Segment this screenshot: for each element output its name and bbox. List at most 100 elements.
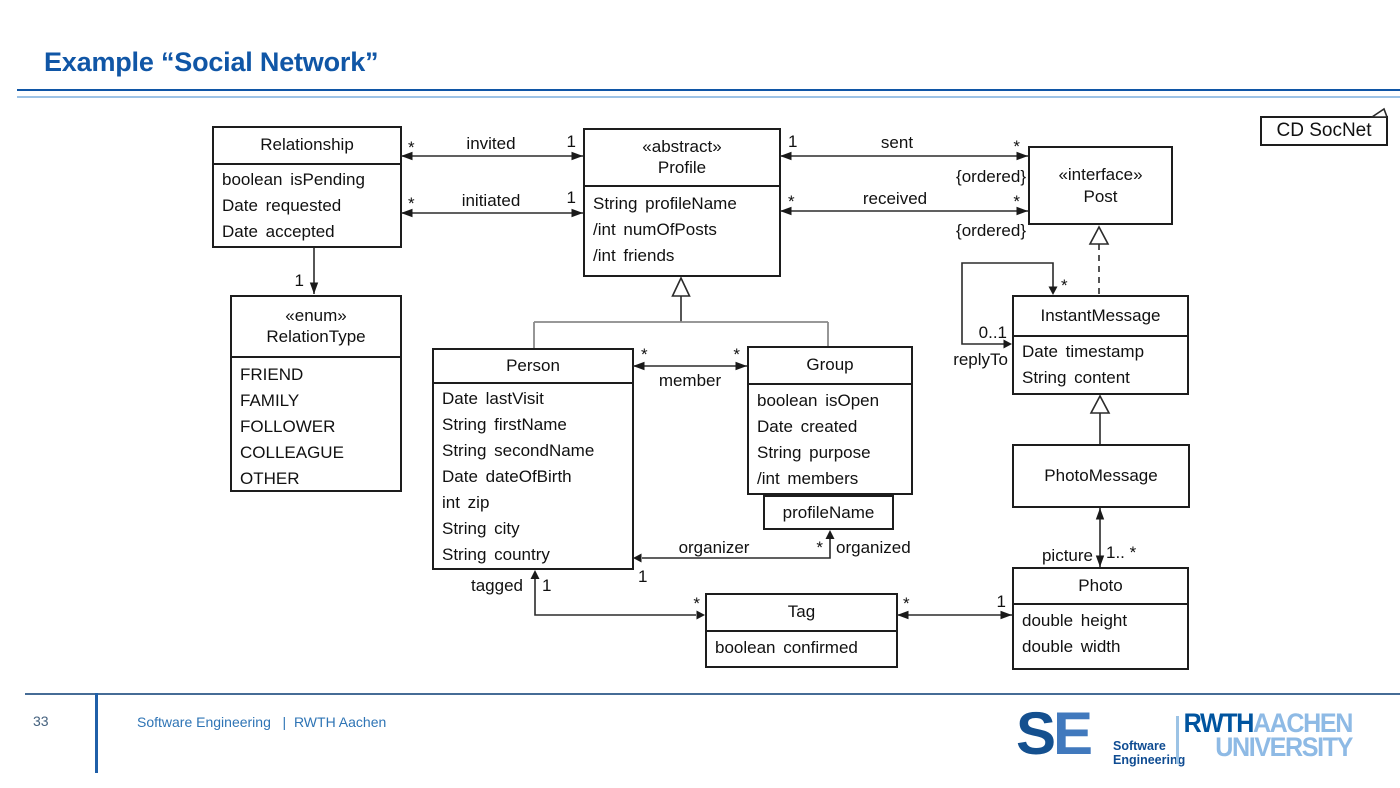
rwth-logo-university: UNIVERSITY: [1215, 732, 1353, 762]
attribute: boolean confirmed: [715, 638, 858, 657]
attribute: /int numOfPosts: [593, 220, 717, 239]
mult-received-tgt: *: [1013, 192, 1020, 211]
attribute: Date accepted: [222, 222, 335, 241]
attribute: Date created: [757, 417, 858, 436]
class-attributes: Date lastVisit String firstName String s…: [434, 384, 632, 568]
enum-literals: FRIEND FAMILY FOLLOWER COLLEAGUE OTHER: [232, 358, 400, 492]
realization-triangle-post: [1088, 225, 1110, 245]
mult-organized: *: [816, 538, 823, 557]
mult-initiated-src: *: [408, 194, 415, 213]
mult-invited-tgt: 1: [567, 132, 576, 151]
label-picture: picture: [1042, 546, 1093, 565]
enum-literal: OTHER: [240, 469, 300, 488]
mult-initiated-tgt: 1: [567, 188, 576, 207]
label-invited: invited: [466, 134, 515, 153]
class-title: Photo: [1014, 569, 1187, 605]
assoc-tagged-line: [534, 579, 696, 616]
stereotype: «interface»: [1058, 165, 1143, 185]
class-title: Group: [749, 348, 911, 385]
title-rule-dark: [17, 89, 1400, 91]
class-name: Profile: [657, 157, 707, 177]
label-replyto: replyTo: [953, 350, 1008, 369]
class-tag: Tag boolean confirmed: [705, 593, 898, 668]
attribute: String profileName: [593, 194, 737, 213]
footer-rule: [25, 693, 1400, 695]
class-attributes: boolean isPending Date requested Date ac…: [214, 165, 400, 245]
attribute: double height: [1022, 611, 1128, 630]
tagged-arrowhead-up: [530, 570, 540, 579]
class-group: Group boolean isOpen Date created String…: [747, 346, 913, 495]
mult-tagged: 1: [542, 576, 551, 595]
replyto-arrowhead-down: [1048, 286, 1058, 295]
attribute: Date timestamp: [1022, 342, 1145, 361]
qualifier-label: profileName: [782, 502, 875, 522]
replyto-arrowhead-right: [1003, 339, 1012, 349]
attribute: Date lastVisit: [442, 389, 544, 408]
mult-member-tgt: *: [733, 345, 740, 364]
mult-sent-tgt: *: [1013, 137, 1020, 156]
mult-member-src: *: [641, 345, 648, 364]
class-title: Relationship: [214, 128, 400, 165]
class-profile: «abstract» Profile String profileName /i…: [583, 128, 781, 277]
attribute: String city: [442, 519, 520, 538]
attribute: int zip: [442, 493, 490, 512]
class-title: «enum» RelationType: [232, 297, 400, 358]
class-attributes: double height double width: [1014, 605, 1187, 660]
rwth-logo-aachen: AACHEN: [1252, 708, 1353, 738]
attribute: String content: [1022, 368, 1130, 387]
enum-literal: COLLEAGUE: [240, 443, 344, 462]
class-relationtype: «enum» RelationType FRIEND FAMILY FOLLOW…: [230, 295, 402, 492]
constraint-sent-ordered: {ordered}: [956, 167, 1026, 186]
generalization-triangle-instantmessage: [1089, 394, 1111, 414]
enum-literal: FOLLOWER: [240, 417, 336, 436]
attribute: String secondName: [442, 441, 595, 460]
label-member: member: [659, 371, 722, 390]
class-photo: Photo double height double width: [1012, 567, 1189, 670]
organizer-arrowhead-left: [633, 553, 642, 563]
mult-tag-photo-tgt: 1: [997, 592, 1006, 611]
se-logo-letter-s: S: [1016, 700, 1056, 767]
assoc-organizer-line: [642, 539, 831, 559]
footer-divider: [95, 693, 98, 773]
se-logo-letter-e: E: [1053, 700, 1093, 767]
attribute: Date dateOfBirth: [442, 467, 572, 486]
logo-separator: [1176, 716, 1179, 764]
attribute: boolean isPending: [222, 170, 365, 189]
mult-organizer: 1: [638, 567, 647, 586]
rwth-logo: RWTHAACHEN UNIVERSITY: [1173, 708, 1354, 762]
class-post: «interface» Post: [1028, 146, 1173, 225]
class-title: InstantMessage: [1014, 297, 1187, 337]
attribute: String firstName: [442, 415, 567, 434]
qualifier-profilename: profileName: [763, 495, 894, 530]
footer-text: Software Engineering | RWTH Aachen: [137, 714, 387, 730]
rwth-logo-rwth: RWTH: [1183, 708, 1255, 738]
organized-arrowhead-up: [825, 530, 835, 539]
assoc-replyto-line: [961, 262, 1054, 345]
diagram-note-label: CD SocNet: [1276, 120, 1372, 141]
mult-relationtype: 1: [295, 271, 304, 290]
class-name: PhotoMessage: [1044, 466, 1158, 486]
class-attributes: boolean isOpen Date created String purpo…: [749, 385, 911, 492]
stereotype: «enum»: [285, 306, 347, 326]
class-title: Person: [434, 350, 632, 384]
title-rule-light: [17, 96, 1400, 98]
label-initiated: initiated: [462, 191, 521, 210]
attribute: Date requested: [222, 196, 342, 215]
label-organized: organized: [836, 538, 911, 557]
rwth-logo-line1: RWTHAACHEN: [1173, 708, 1354, 738]
enum-literal: FRIEND: [240, 365, 304, 384]
class-relationship: Relationship boolean isPending Date requ…: [212, 126, 402, 248]
attribute: /int members: [757, 469, 859, 488]
class-attributes: Date timestamp String content: [1014, 337, 1187, 391]
class-attributes: boolean confirmed: [707, 632, 896, 661]
attribute: /int friends: [593, 246, 675, 265]
class-title: «abstract» Profile: [585, 130, 779, 187]
se-caption-line1: Software: [1113, 739, 1166, 753]
tagged-arrowhead-right: [696, 610, 705, 620]
mult-sent-src: 1: [788, 132, 797, 151]
mult-tag-photo-src: *: [903, 594, 910, 613]
page-title: Example “Social Network”: [44, 47, 379, 77]
attribute: boolean isOpen: [757, 391, 880, 410]
constraint-received-ordered: {ordered}: [956, 221, 1026, 240]
